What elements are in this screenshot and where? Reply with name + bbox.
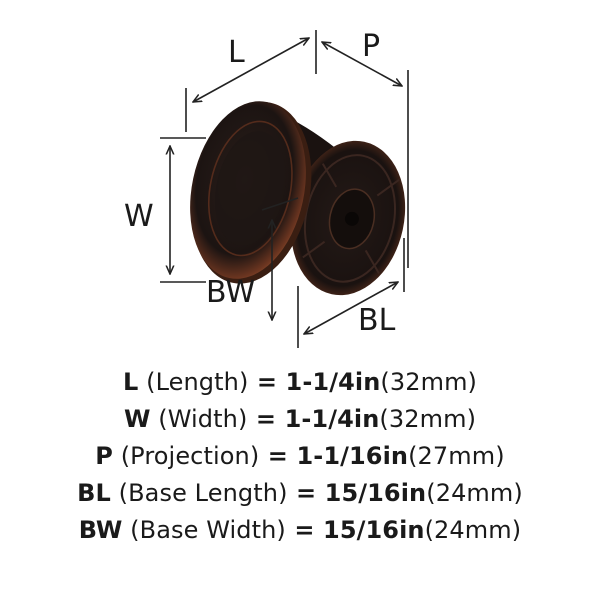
spec-row-base-width: BW (Base Width) = 15/16in(24mm): [0, 512, 600, 549]
spec-name: (Length): [138, 368, 249, 396]
l-dimension-line: [193, 38, 309, 102]
knob-base: [290, 140, 406, 296]
spec-metric: (24mm): [426, 479, 523, 507]
spec-imperial: 15/16in: [323, 516, 425, 544]
spec-equals: =: [259, 442, 297, 470]
knob-illustration: [190, 101, 406, 296]
label-l: L: [228, 35, 245, 70]
spec-metric: (32mm): [379, 405, 477, 433]
spec-name: (Projection): [112, 442, 260, 470]
dimension-spec-list: L (Length) = 1-1/4in(32mm) W (Width) = 1…: [0, 364, 600, 549]
spec-abbr: BW: [78, 516, 123, 544]
spec-equals: =: [285, 516, 324, 544]
spec-name: (Base Width): [122, 516, 286, 544]
spec-equals: =: [248, 368, 286, 396]
knob-cap: [190, 101, 312, 284]
spec-metric: (27mm): [408, 442, 505, 470]
spec-imperial: 1-1/16in: [296, 442, 409, 470]
spec-name: (Width): [150, 405, 248, 433]
spec-row-base-length: BL (Base Length) = 15/16in(24mm): [0, 475, 600, 512]
label-bw: BW: [206, 275, 255, 310]
spec-row-width: W (Width) = 1-1/4in(32mm): [0, 401, 600, 438]
spec-imperial: 1-1/4in: [285, 368, 381, 396]
knob-dimension-diagram: L P W BW BL: [124, 29, 409, 348]
spec-abbr: P: [95, 442, 113, 470]
spec-abbr: BL: [77, 479, 111, 507]
spec-row-projection: P (Projection) = 1-1/16in(27mm): [0, 438, 600, 475]
spec-abbr: W: [123, 405, 151, 433]
bl-dimension-line: [304, 282, 398, 334]
bw-extension-top: [261, 197, 299, 211]
spec-name: (Base Length): [110, 479, 288, 507]
label-bl: BL: [358, 303, 396, 338]
spec-metric: (24mm): [424, 516, 522, 544]
spec-imperial: 15/16in: [324, 479, 427, 507]
p-dimension-line: [322, 42, 402, 86]
spec-equals: =: [247, 405, 285, 433]
spec-abbr: L: [122, 368, 139, 396]
label-p: P: [362, 29, 380, 64]
spec-imperial: 1-1/4in: [284, 405, 380, 433]
spec-equals: =: [287, 479, 325, 507]
dimension-lines: [160, 30, 409, 348]
spec-metric: (32mm): [380, 368, 478, 396]
spec-row-length: L (Length) = 1-1/4in(32mm): [0, 364, 600, 401]
label-w: W: [124, 199, 154, 234]
